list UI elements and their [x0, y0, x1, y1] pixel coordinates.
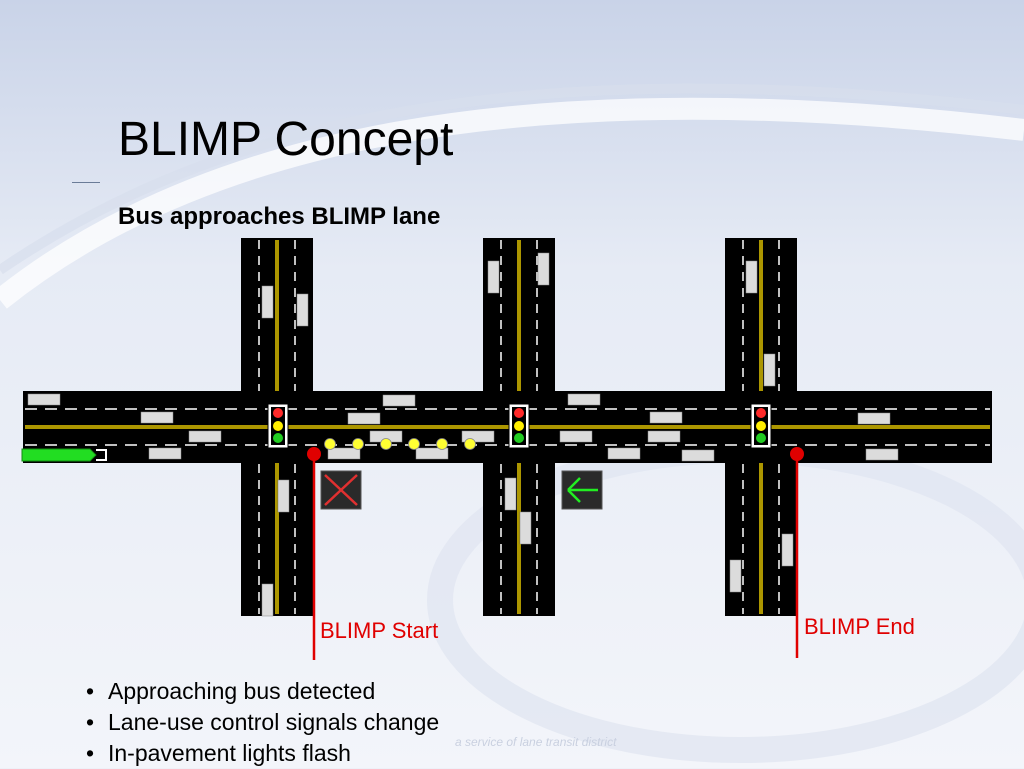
- traffic-light-1: [267, 403, 289, 449]
- traffic-light-3: [750, 403, 772, 449]
- slide-title: BLIMP Concept: [118, 113, 454, 166]
- lane-use-signal-red-x: [320, 470, 362, 510]
- lane-use-signal-green-arrow: [561, 470, 603, 510]
- blimp-start-label: BLIMP Start: [320, 618, 439, 643]
- bus-icon: [21, 448, 107, 462]
- slide-subtitle: Bus approaches BLIMP lane: [118, 203, 441, 230]
- title-divider: [72, 182, 100, 183]
- bullet-text: Lane-use control signals change: [108, 709, 440, 735]
- blimp-end-label: BLIMP End: [804, 614, 915, 639]
- bullet-item: •Lane-use control signals change: [86, 709, 440, 735]
- blimp-start-marker: [307, 447, 321, 660]
- watermark-text: a service of lane transit district: [455, 735, 617, 749]
- main-arterial-road: [23, 391, 992, 463]
- bullet-item: •Approaching bus detected: [86, 678, 376, 704]
- in-pavement-lights: [324, 438, 476, 450]
- vehicles: [27, 252, 899, 617]
- bullet-text: Approaching bus detected: [108, 678, 376, 704]
- blimp-end-marker: [790, 447, 804, 658]
- bullet-item: •In-pavement lights flash: [86, 740, 351, 766]
- traffic-light-2: [508, 403, 530, 449]
- bullet-text: In-pavement lights flash: [108, 740, 351, 766]
- bullet-list: •Approaching bus detected •Lane-use cont…: [86, 676, 439, 769]
